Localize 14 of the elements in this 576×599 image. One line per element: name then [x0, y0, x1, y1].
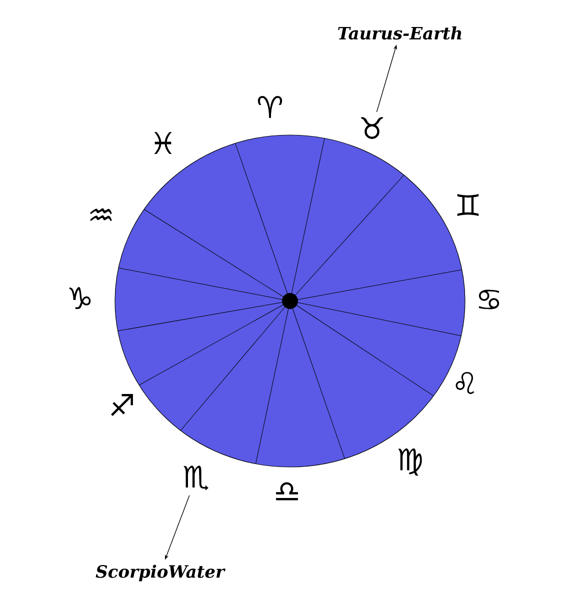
zodiac-symbol: ♓	[154, 132, 172, 154]
zodiac-symbol: ♍	[398, 448, 422, 476]
zodiac-symbol: ♎	[276, 482, 298, 500]
zodiac-symbol: ♈	[258, 96, 282, 118]
sign-name-text: ScorpioWater	[96, 564, 226, 582]
zodiac-symbol: ♒	[90, 208, 112, 222]
zodiac-symbol: ♏	[184, 466, 208, 490]
zodiac-symbol: ♌	[456, 372, 474, 394]
zodiac-symbol: ♐	[111, 394, 133, 416]
sign-name-text: Taurus-Earth	[338, 26, 462, 40]
zodiac-symbol: ♋	[478, 290, 500, 310]
zodiac-symbol: ♑	[69, 287, 91, 309]
zodiac-symbol: ♉	[361, 117, 383, 139]
zodiac-symbol: ♊	[457, 194, 479, 216]
